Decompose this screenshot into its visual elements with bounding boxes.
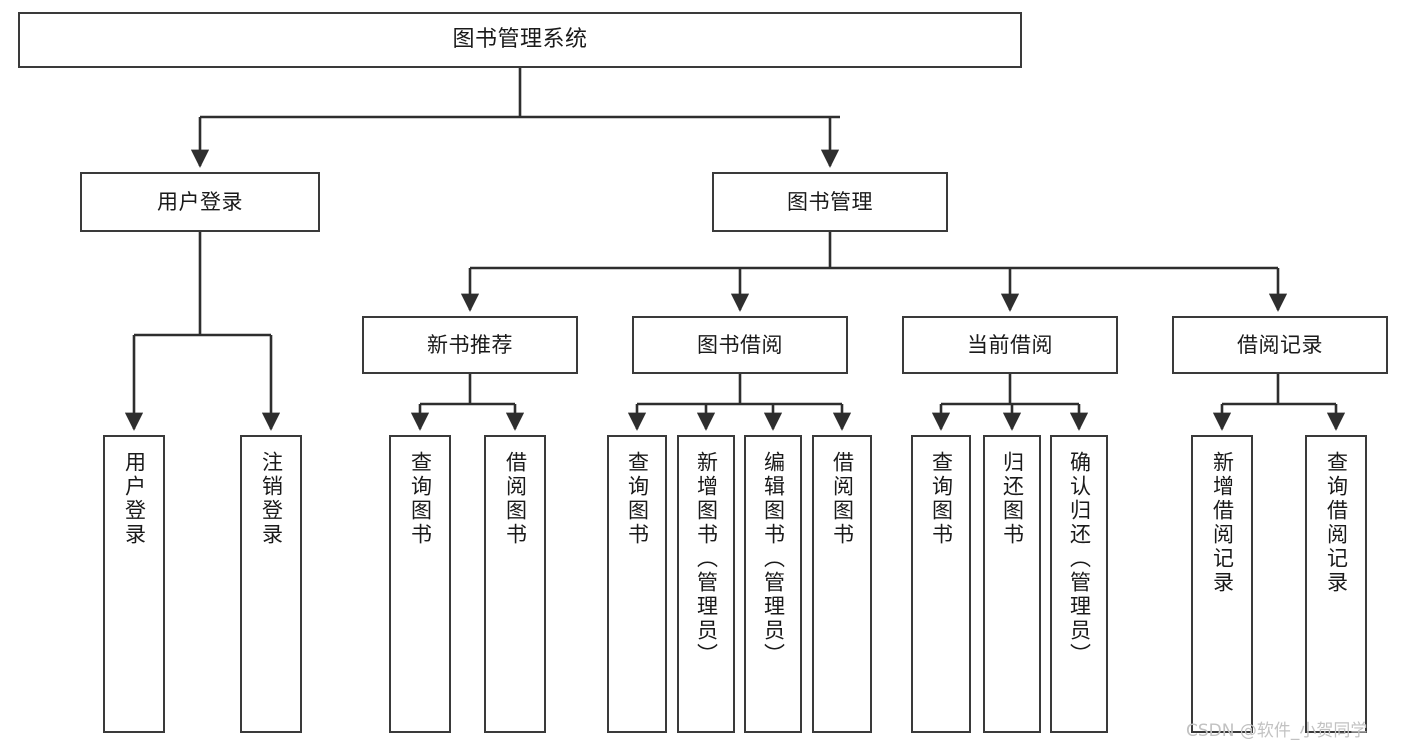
node-root[interactable]: 图书管理系统 bbox=[18, 12, 1022, 68]
node-leaf-confirm-return[interactable]: 确认归还（管理员） bbox=[1050, 435, 1108, 733]
node-book-borrow-label: 图书借阅 bbox=[697, 332, 783, 357]
node-leaf-query-book-1[interactable]: 查询图书 bbox=[389, 435, 451, 733]
node-leaf-query-record-label: 查询借阅记录 bbox=[1324, 451, 1349, 595]
node-leaf-user-login[interactable]: 用户登录 bbox=[103, 435, 165, 733]
node-user-login[interactable]: 用户登录 bbox=[80, 172, 320, 232]
node-current-borrow[interactable]: 当前借阅 bbox=[902, 316, 1118, 374]
node-leaf-user-login-label: 用户登录 bbox=[122, 451, 147, 547]
node-leaf-borrow-book-1-label: 借阅图书 bbox=[503, 451, 528, 547]
node-new-book-recommend-label: 新书推荐 bbox=[427, 332, 513, 357]
node-leaf-query-book-3-label: 查询图书 bbox=[929, 451, 954, 547]
node-leaf-user-logout-label: 注销登录 bbox=[259, 451, 284, 547]
node-leaf-return-book[interactable]: 归还图书 bbox=[983, 435, 1041, 733]
node-user-login-label: 用户登录 bbox=[157, 189, 243, 214]
node-new-book-recommend[interactable]: 新书推荐 bbox=[362, 316, 578, 374]
node-leaf-user-logout[interactable]: 注销登录 bbox=[240, 435, 302, 733]
node-leaf-edit-book[interactable]: 编辑图书（管理员） bbox=[744, 435, 802, 733]
node-current-borrow-label: 当前借阅 bbox=[967, 332, 1053, 357]
node-leaf-add-book-label: 新增图书（管理员） bbox=[694, 451, 719, 667]
node-leaf-borrow-book-1[interactable]: 借阅图书 bbox=[484, 435, 546, 733]
node-book-manage[interactable]: 图书管理 bbox=[712, 172, 948, 232]
node-leaf-borrow-book-2[interactable]: 借阅图书 bbox=[812, 435, 872, 733]
node-leaf-edit-book-label: 编辑图书（管理员） bbox=[761, 451, 786, 667]
node-leaf-query-book-2-label: 查询图书 bbox=[625, 451, 650, 547]
node-leaf-add-record-label: 新增借阅记录 bbox=[1210, 451, 1235, 595]
node-book-borrow[interactable]: 图书借阅 bbox=[632, 316, 848, 374]
node-borrow-record-label: 借阅记录 bbox=[1237, 332, 1323, 357]
node-leaf-query-book-1-label: 查询图书 bbox=[408, 451, 433, 547]
node-borrow-record[interactable]: 借阅记录 bbox=[1172, 316, 1388, 374]
node-leaf-confirm-return-label: 确认归还（管理员） bbox=[1067, 451, 1092, 667]
node-leaf-query-book-2[interactable]: 查询图书 bbox=[607, 435, 667, 733]
node-book-manage-label: 图书管理 bbox=[787, 189, 873, 214]
node-leaf-borrow-book-2-label: 借阅图书 bbox=[830, 451, 855, 547]
node-root-label: 图书管理系统 bbox=[452, 27, 588, 53]
node-leaf-add-book[interactable]: 新增图书（管理员） bbox=[677, 435, 735, 733]
node-leaf-return-book-label: 归还图书 bbox=[1000, 451, 1025, 547]
csdn-watermark: CSDN @软件_小贺同学 bbox=[1186, 721, 1368, 741]
node-leaf-query-book-3[interactable]: 查询图书 bbox=[911, 435, 971, 733]
node-leaf-add-record[interactable]: 新增借阅记录 bbox=[1191, 435, 1253, 733]
node-leaf-query-record[interactable]: 查询借阅记录 bbox=[1305, 435, 1367, 733]
